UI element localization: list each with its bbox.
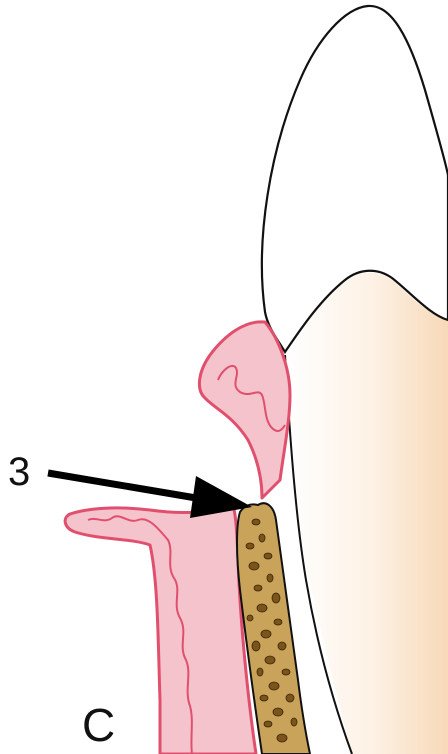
gingival-flap [199,322,290,498]
callout-number-label: 3 [8,450,30,495]
panel-letter-label: C [82,698,115,752]
tooth-root [285,273,448,754]
